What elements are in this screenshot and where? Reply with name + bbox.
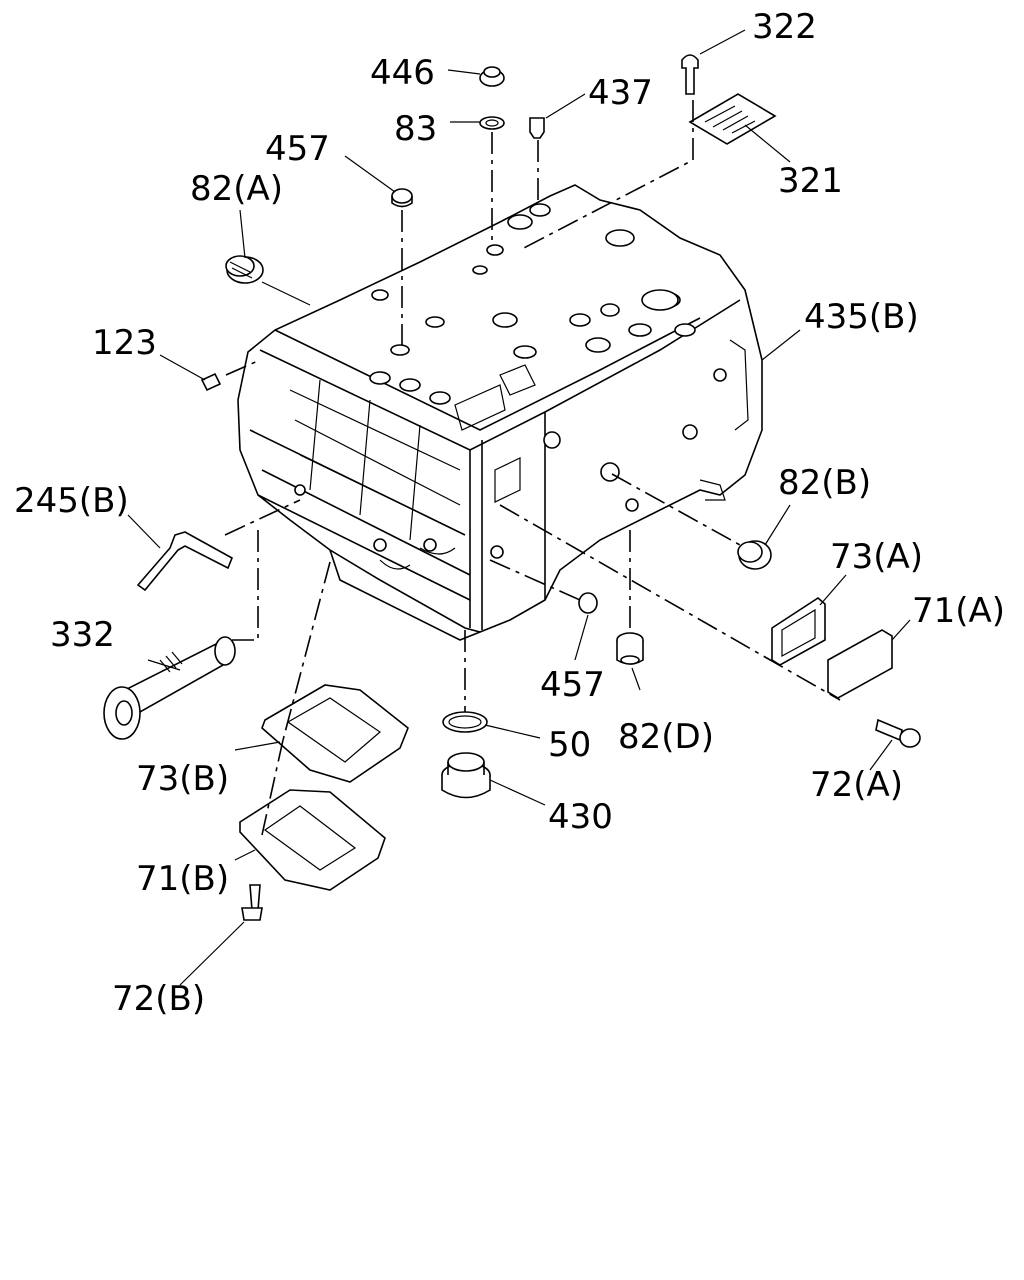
part-82a-plug (225, 255, 264, 284)
part-446-cap (479, 66, 505, 87)
label-71a: 71(A) (912, 591, 1005, 631)
label-83: 83 (394, 109, 437, 149)
part-430-plug (441, 752, 491, 799)
label-82d: 82(D) (618, 717, 714, 757)
label-123: 123 (92, 323, 157, 363)
part-437-plug (529, 117, 545, 139)
part-50-oring (442, 711, 488, 733)
part-457-upper-plug (391, 188, 413, 208)
part-labels: 322 446 437 83 457 82(A) 321 123 435(B) … (14, 7, 1005, 1019)
part-73a-gasket (771, 597, 826, 666)
label-73a: 73(A) (830, 537, 923, 577)
label-82b: 82(B) (778, 463, 871, 503)
label-446: 446 (370, 53, 435, 93)
part-73b-gasket (261, 684, 409, 783)
leader-lines (127, 29, 911, 986)
part-457-lower-plug (578, 592, 598, 614)
part-245b-pipe (136, 531, 234, 592)
transmission-case-body (237, 184, 763, 641)
label-437: 437 (588, 73, 653, 113)
label-435b: 435(B) (804, 297, 919, 337)
label-245b: 245(B) (14, 481, 129, 521)
label-72a: 72(A) (810, 765, 903, 805)
part-71a-cover (827, 629, 893, 699)
label-457-lower: 457 (540, 665, 605, 705)
part-72a-bolt (875, 718, 921, 748)
part-83-washer (479, 116, 505, 130)
label-71b: 71(B) (136, 859, 229, 899)
label-82a: 82(A) (190, 169, 283, 209)
label-332: 332 (50, 615, 115, 655)
label-321: 321 (778, 161, 843, 201)
part-332-strainer (103, 636, 236, 740)
part-71b-cover (239, 789, 386, 891)
label-50: 50 (548, 725, 591, 765)
part-82d-plug (616, 632, 644, 665)
label-73b: 73(B) (136, 759, 229, 799)
label-457-upper: 457 (265, 129, 330, 169)
part-322-pin (681, 54, 699, 95)
part-321-plate (688, 93, 777, 145)
label-322: 322 (752, 7, 817, 47)
label-72b: 72(B) (112, 979, 205, 1019)
part-72b-bolt (241, 884, 263, 921)
part-123-dowel (200, 372, 222, 392)
part-82b-plug (737, 540, 772, 570)
label-430: 430 (548, 797, 613, 837)
